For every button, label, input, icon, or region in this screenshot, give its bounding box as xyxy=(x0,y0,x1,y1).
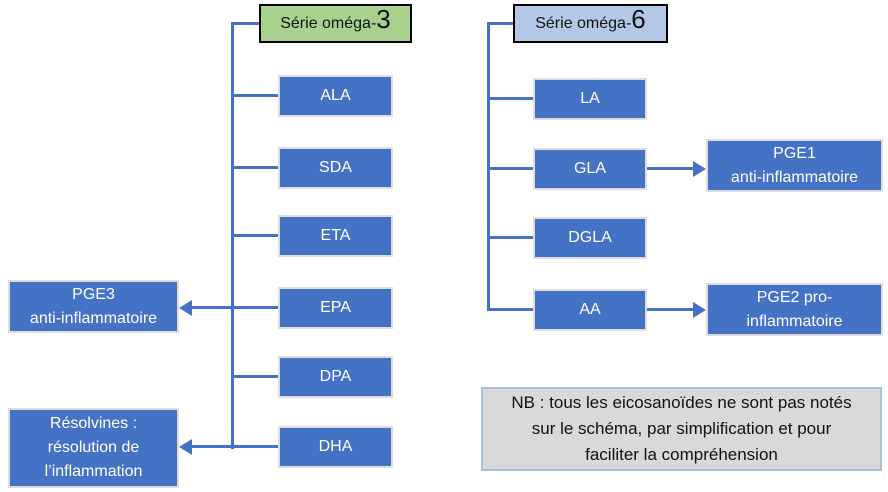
node-pge2-line2: inflammatoire xyxy=(746,312,843,330)
node-la: LA xyxy=(533,78,647,120)
arrowhead-left-pge3 xyxy=(179,300,192,316)
connector-omega3-trunk xyxy=(231,22,234,449)
arrowhead-left-resolvines xyxy=(179,439,192,455)
node-pge3-line1: PGE3 xyxy=(72,285,115,303)
omega3-header-number: 3 xyxy=(376,4,391,34)
node-sda: SDA xyxy=(278,147,393,189)
node-pge1: PGE1 anti-inflammatoire xyxy=(706,139,883,192)
node-pge1-line1: PGE1 xyxy=(773,144,816,162)
note-box: NB : tous les eicosanoïdes ne sont pas n… xyxy=(481,387,882,471)
connector-stub-dgla xyxy=(490,236,533,239)
connector-stub-la xyxy=(490,97,533,100)
connector-stub-ala xyxy=(234,94,278,97)
omega6-header-prefix: Série oméga- xyxy=(535,15,632,32)
omega3-header-box: Série oméga-3 xyxy=(259,4,412,43)
node-resolvines-line1: Résolvines : xyxy=(49,415,138,432)
connector-omega6-trunk xyxy=(487,22,490,311)
node-pge2-line1: PGE2 pro- xyxy=(756,288,833,306)
node-gla: GLA xyxy=(533,148,647,190)
arrowhead-right-pge1 xyxy=(693,161,706,177)
note-line3: faciliter la compréhension xyxy=(585,445,778,464)
node-pge1-line2: anti-inflammatoire xyxy=(730,168,859,186)
omega3-header-prefix: Série oméga- xyxy=(280,15,377,32)
connector-stub-eta xyxy=(234,234,278,237)
node-eta: ETA xyxy=(278,215,393,257)
node-dgla: DGLA xyxy=(533,217,647,259)
node-epa: EPA xyxy=(278,287,393,329)
connector-stub-aa xyxy=(490,308,533,311)
omega6-header-box: Série oméga-6 xyxy=(513,4,668,43)
connector-stub-sda xyxy=(234,166,278,169)
connector-omega6-elbow xyxy=(487,22,513,25)
node-pge2: PGE2 pro- inflammatoire xyxy=(706,283,883,336)
node-resolvines-line2: résolution de xyxy=(47,439,140,456)
connector-stub-dpa xyxy=(234,375,278,378)
arrowhead-right-pge2 xyxy=(693,302,706,318)
note-line2: sur le schéma, par simplification et pou… xyxy=(531,419,832,438)
connector-dha-to-resolvines xyxy=(190,445,278,448)
connector-stub-gla xyxy=(490,167,533,170)
node-pge3: PGE3 anti-inflammatoire xyxy=(8,280,179,333)
connector-gla-to-pge1 xyxy=(647,167,695,170)
node-resolvines: Résolvines : résolution de l’inflammatio… xyxy=(8,408,179,488)
connector-omega3-elbow xyxy=(231,22,259,25)
connector-epa-to-pge3 xyxy=(190,306,278,309)
node-pge3-line2: anti-inflammatoire xyxy=(29,309,158,327)
node-resolvines-line3: l’inflammation xyxy=(44,463,143,480)
node-dpa: DPA xyxy=(278,356,393,398)
node-dha: DHA xyxy=(278,426,393,468)
note-line1: NB : tous les eicosanoïdes ne sont pas n… xyxy=(511,393,852,412)
node-aa: AA xyxy=(533,289,647,331)
node-ala: ALA xyxy=(278,75,393,117)
connector-aa-to-pge2 xyxy=(647,308,695,311)
omega6-header-number: 6 xyxy=(631,4,646,34)
